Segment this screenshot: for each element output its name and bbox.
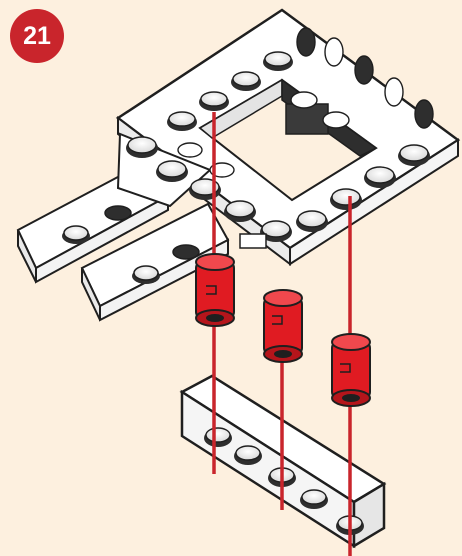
step-number-badge: 21 <box>10 9 64 63</box>
friction-peg-1 <box>196 254 234 326</box>
friction-peg-2 <box>264 290 302 362</box>
friction-peg-3 <box>332 334 370 406</box>
step-number: 21 <box>23 22 51 51</box>
